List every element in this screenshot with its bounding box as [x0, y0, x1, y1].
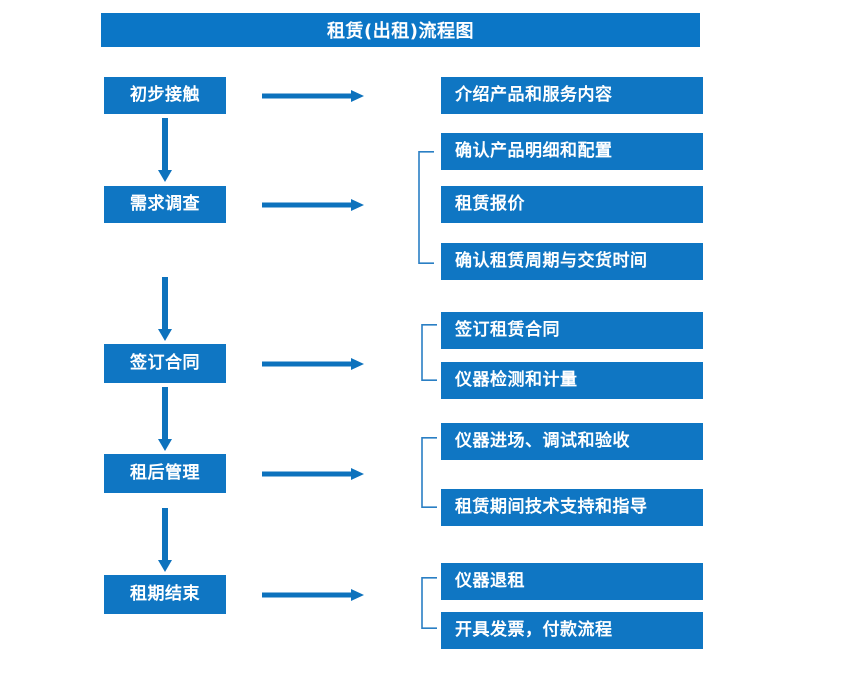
- stage-box-4[interactable]: 租后管理: [104, 454, 226, 493]
- group-bracket-1: [418, 151, 434, 264]
- flow-arrow-right-4: [262, 465, 364, 483]
- stage-box-1[interactable]: 初步接触: [104, 77, 226, 114]
- flow-arrow-right-1: [262, 87, 364, 105]
- flow-arrow-right-2: [262, 196, 364, 214]
- page-title: 租赁(出租)流程图: [101, 13, 700, 47]
- detail-box-7[interactable]: 仪器进场、调试和验收: [441, 423, 703, 460]
- detail-box-10[interactable]: 开具发票，付款流程: [441, 612, 703, 649]
- detail-box-4[interactable]: 确认租赁周期与交货时间: [441, 243, 703, 280]
- flow-arrow-down-1: [156, 118, 174, 182]
- group-bracket-2: [421, 324, 437, 381]
- stage-box-5[interactable]: 租期结束: [104, 575, 226, 614]
- detail-box-6[interactable]: 仪器检测和计量: [441, 362, 703, 399]
- flow-arrow-down-2: [156, 277, 174, 341]
- flow-arrow-right-5: [262, 586, 364, 604]
- stage-box-3[interactable]: 签订合同: [104, 344, 226, 383]
- detail-box-2[interactable]: 确认产品明细和配置: [441, 133, 703, 170]
- detail-box-9[interactable]: 仪器退租: [441, 563, 703, 600]
- flow-arrow-down-4: [156, 508, 174, 572]
- detail-box-5[interactable]: 签订租赁合同: [441, 312, 703, 349]
- flow-arrow-right-3: [262, 355, 364, 373]
- detail-box-8[interactable]: 租赁期间技术支持和指导: [441, 489, 703, 526]
- detail-box-1[interactable]: 介绍产品和服务内容: [441, 77, 703, 114]
- group-bracket-3: [421, 437, 437, 508]
- detail-box-3[interactable]: 租赁报价: [441, 186, 703, 223]
- flow-arrow-down-3: [156, 387, 174, 451]
- group-bracket-4: [421, 577, 437, 629]
- stage-box-2[interactable]: 需求调查: [104, 186, 226, 223]
